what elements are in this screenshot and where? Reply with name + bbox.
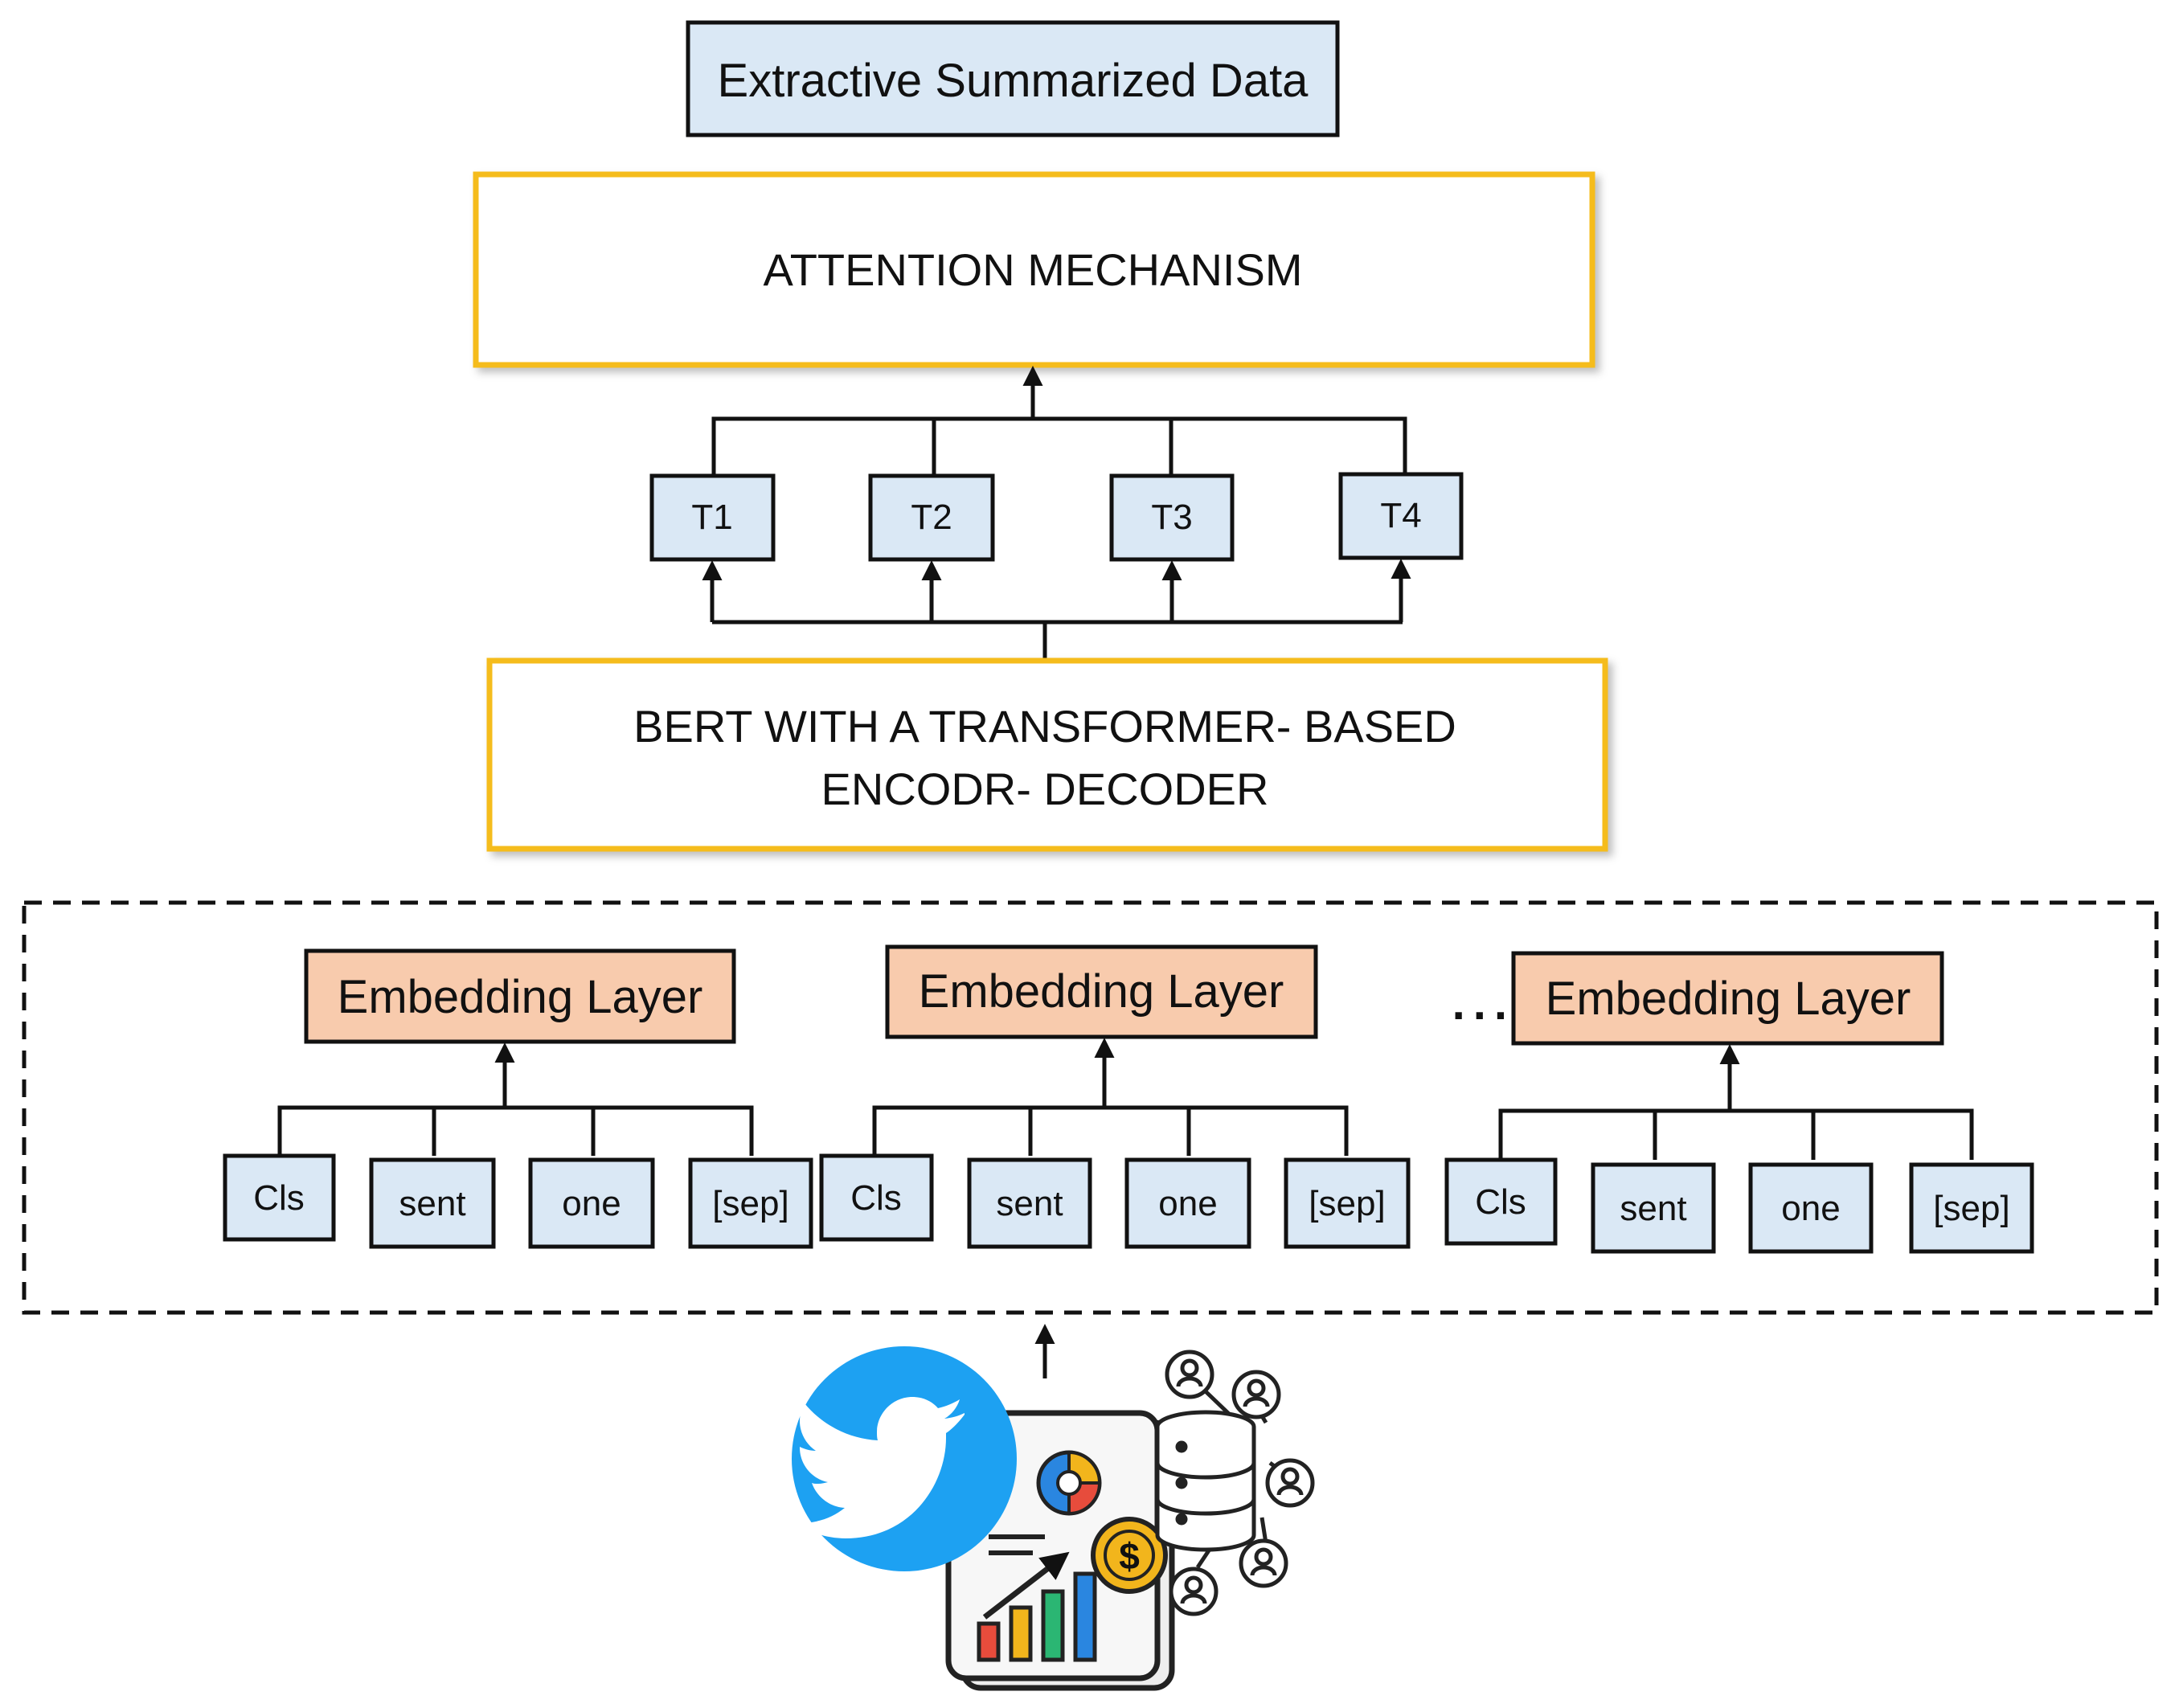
embedding-layer-label: Embedding Layer: [919, 965, 1284, 1018]
embedding-group-3: Embedding Layer Cls sent one [sep]: [1444, 951, 2034, 1254]
input-token-label: Cls: [253, 1178, 305, 1218]
report-analytics-icon: $: [945, 1410, 1175, 1691]
token-label: T3: [1151, 498, 1192, 537]
input-token-label: sent: [996, 1184, 1063, 1223]
input-token-box: [819, 1153, 934, 1242]
token-label: T2: [911, 498, 952, 537]
embedding-layer-label: Embedding Layer: [1546, 973, 1911, 1025]
token-box-t2: T2: [868, 473, 995, 562]
input-connector: [277, 1042, 754, 1156]
embedding-layer-box: [885, 944, 1318, 1039]
bert-label-line2: ENCODR- DECODER: [821, 764, 1269, 814]
input-token-label: [sep]: [712, 1184, 788, 1223]
embedding-layer-box: [1511, 951, 1944, 1046]
embedding-group-2: Embedding Layer Cls sent one [sep]: [819, 944, 1411, 1249]
twitter-icon: [792, 1346, 1017, 1571]
attention-label: ATTENTION MECHANISM: [764, 244, 1303, 295]
token-box-t1: T1: [649, 473, 776, 562]
input-token-label: sent: [1620, 1189, 1686, 1228]
token-merge-connector: [711, 366, 1407, 476]
svg-text:$: $: [1119, 1535, 1140, 1577]
input-token-box: [1748, 1162, 1874, 1254]
bert-split-connector: [702, 559, 1411, 659]
attention-box: ATTENTION MECHANISM: [473, 171, 1595, 368]
input-token-box: [1591, 1162, 1716, 1254]
bert-label-line1: BERT WITH A TRANSFORMER- BASED: [633, 701, 1456, 752]
input-token-box: [1909, 1162, 2034, 1254]
input-token-box: [1444, 1157, 1558, 1246]
database-network-icon: [1155, 1350, 1315, 1616]
input-token-box: [967, 1157, 1092, 1249]
input-token-box: [223, 1153, 336, 1242]
input-token-label: sent: [399, 1184, 465, 1223]
input-connector: [872, 1038, 1349, 1156]
input-token-label: one: [562, 1184, 621, 1223]
token-box-t4: T4: [1338, 472, 1464, 560]
output-box: Extractive Summarized Data: [686, 20, 1340, 137]
input-token-label: one: [1781, 1189, 1840, 1228]
embedding-layer-label: Embedding Layer: [338, 971, 703, 1023]
output-box-label: Extractive Summarized Data: [718, 55, 1309, 107]
input-token-label: [sep]: [1933, 1189, 2009, 1228]
input-token-label: one: [1158, 1184, 1217, 1223]
input-token-box: [1284, 1157, 1411, 1249]
embedding-layer-box: [304, 948, 736, 1044]
input-token-label: [sep]: [1309, 1184, 1385, 1223]
input-token-box: [528, 1157, 655, 1249]
input-token-box: [688, 1157, 813, 1249]
input-token-box: [1124, 1157, 1251, 1249]
input-token-box: [369, 1157, 496, 1249]
embedding-group-1: Embedding Layer Cls sent one [sep]: [223, 948, 813, 1249]
bert-box: BERT WITH A TRANSFORMER- BASED ENCODR- D…: [486, 657, 1608, 852]
token-label: T1: [691, 498, 732, 537]
token-box-t3: T3: [1109, 473, 1235, 562]
input-connector: [1498, 1044, 1974, 1160]
input-token-label: Cls: [850, 1178, 902, 1218]
input-token-label: Cls: [1475, 1182, 1526, 1222]
token-label: T4: [1380, 496, 1421, 535]
